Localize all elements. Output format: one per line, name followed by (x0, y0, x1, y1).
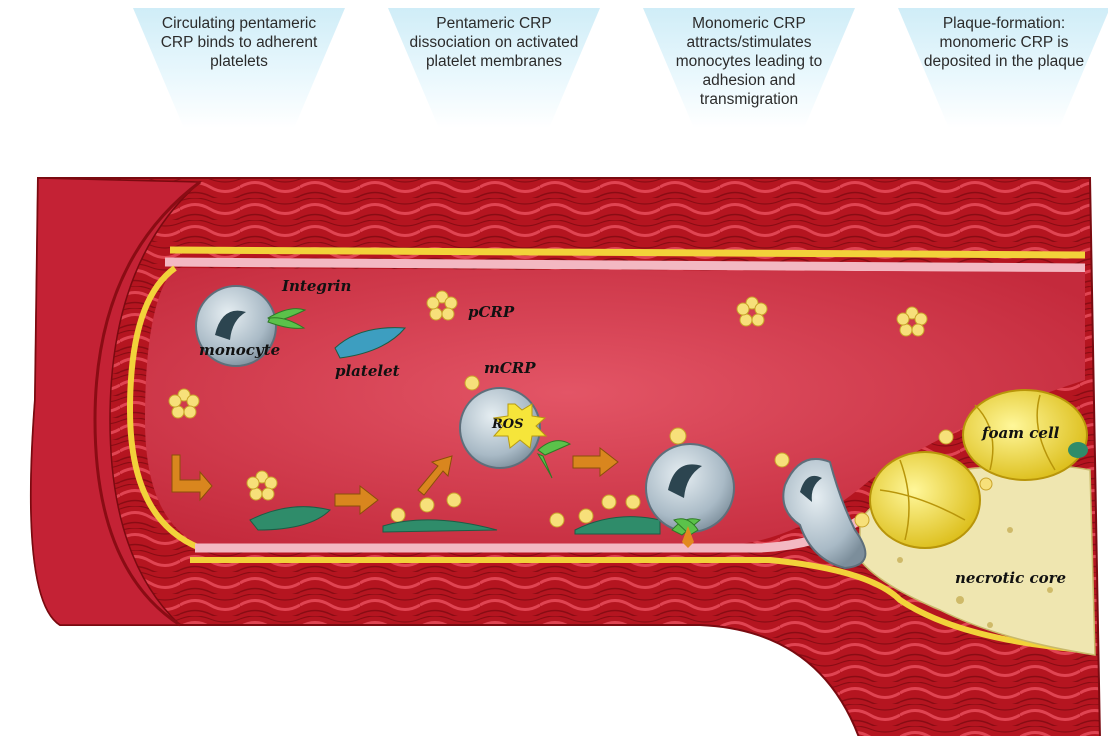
step-3-text: Monomeric CRP attracts/stimulates monocy… (664, 8, 834, 128)
label-integrin: Integrin (281, 277, 351, 295)
step-1-text: Circulating pentameric CRP binds to adhe… (154, 8, 324, 128)
label-platelet: platelet (335, 362, 400, 380)
label-necrotic-core: necrotic core (955, 569, 1066, 587)
label-monocyte: monocyte (199, 341, 280, 359)
label-ros: ROS (491, 417, 524, 432)
label-foam-cell: foam cell (981, 424, 1060, 442)
label-mcrp: mCRP (484, 359, 536, 377)
label-pcrp: pCRP (468, 303, 515, 321)
endothelium-top (165, 262, 1085, 268)
step-4-text: Plaque-formation: monomeric CRP is depos… (919, 8, 1089, 128)
step-2-text: Pentameric CRP dissociation on activated… (409, 8, 579, 128)
elastic-lamina-top (170, 250, 1085, 255)
